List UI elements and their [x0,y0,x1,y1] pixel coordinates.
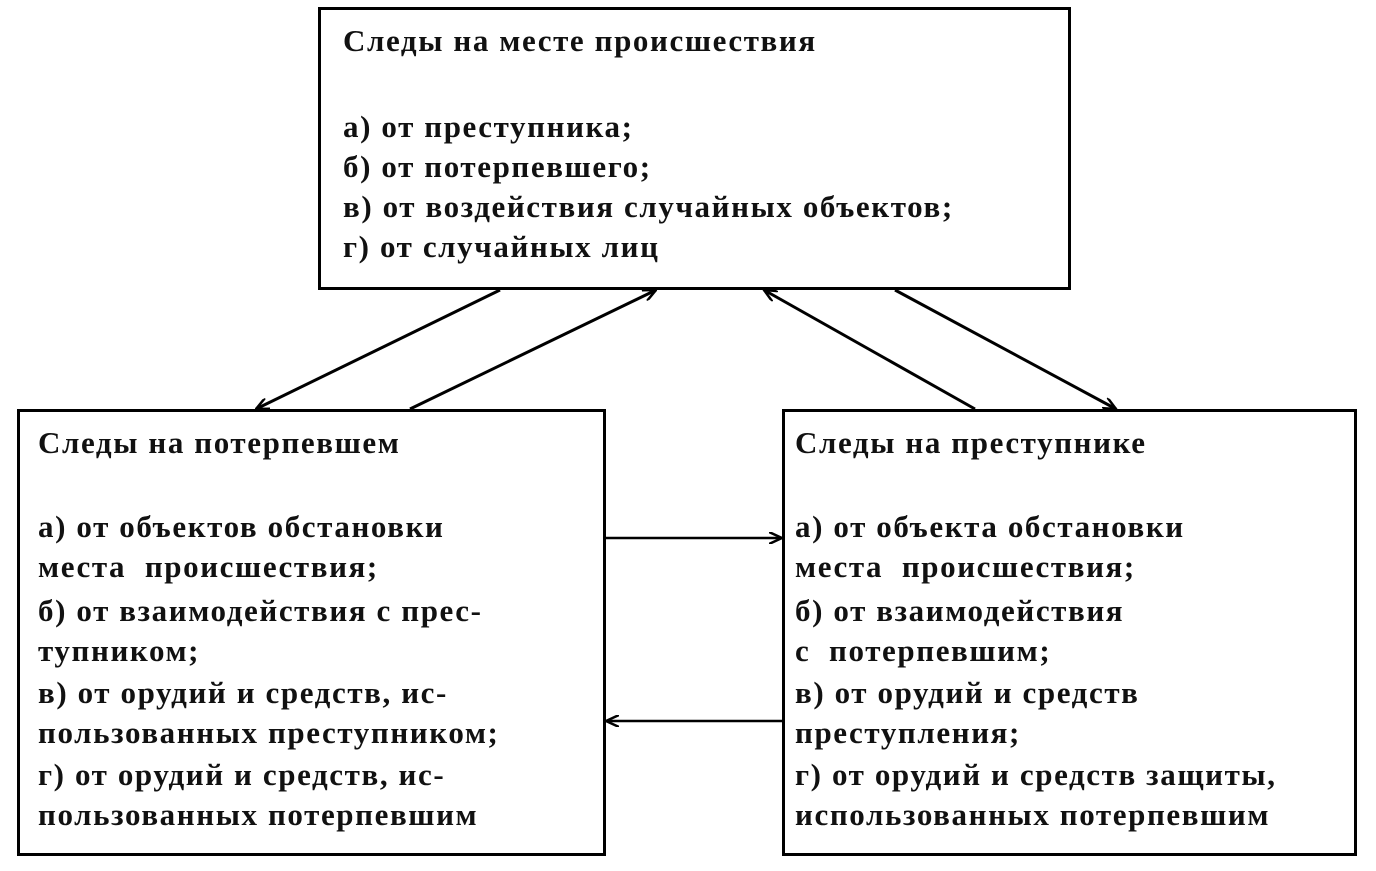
list-item: пользованных потерпевшим [38,797,479,832]
list-item: б) от взаимодействия с прес- [38,593,483,628]
list-item: тупником; [38,633,201,668]
list-item: а) от объектов обстановки [38,509,445,544]
arrow-top-to-left [256,288,501,411]
box-title: Следы на преступнике [795,425,1147,460]
list-item: преступления; [795,715,1021,750]
list-item: использованных потерпевшим [795,797,1271,832]
list-item: б) от взаимодействия [795,593,1125,628]
list-item: а) от преступника; [343,109,634,144]
list-item: пользованных преступником; [38,715,500,750]
list-item: в) от воздействия случайных объектов; [343,189,954,224]
list-item: г) от орудий и средств, ис- [38,757,446,792]
crime-scene-traces-box: Следы на месте происшествия а) от престу… [318,7,1071,290]
arrow-top-to-right [894,288,1116,409]
list-item: места происшествия; [795,549,1136,584]
list-item: в) от орудий и средств, ис- [38,675,448,710]
box-title: Следы на месте происшествия [343,23,817,58]
list-item: а) от объекта обстановки [795,509,1185,544]
arrow-left-to-top [409,288,656,411]
box-title: Следы на потерпевшем [38,425,401,460]
victim-traces-box: Следы на потерпевшем а) от объектов обст… [17,409,606,856]
list-item: с потерпевшим; [795,633,1052,668]
list-item: места происшествия; [38,549,379,584]
list-item: г) от случайных лиц [343,229,660,264]
list-item: г) от орудий и средств защиты, [795,757,1277,792]
list-item: в) от орудий и средств [795,675,1140,710]
offender-traces-box: Следы на преступнике а) от объекта обста… [782,409,1357,856]
arrow-right-to-top [764,290,976,411]
list-item: б) от потерпевшего; [343,149,652,184]
